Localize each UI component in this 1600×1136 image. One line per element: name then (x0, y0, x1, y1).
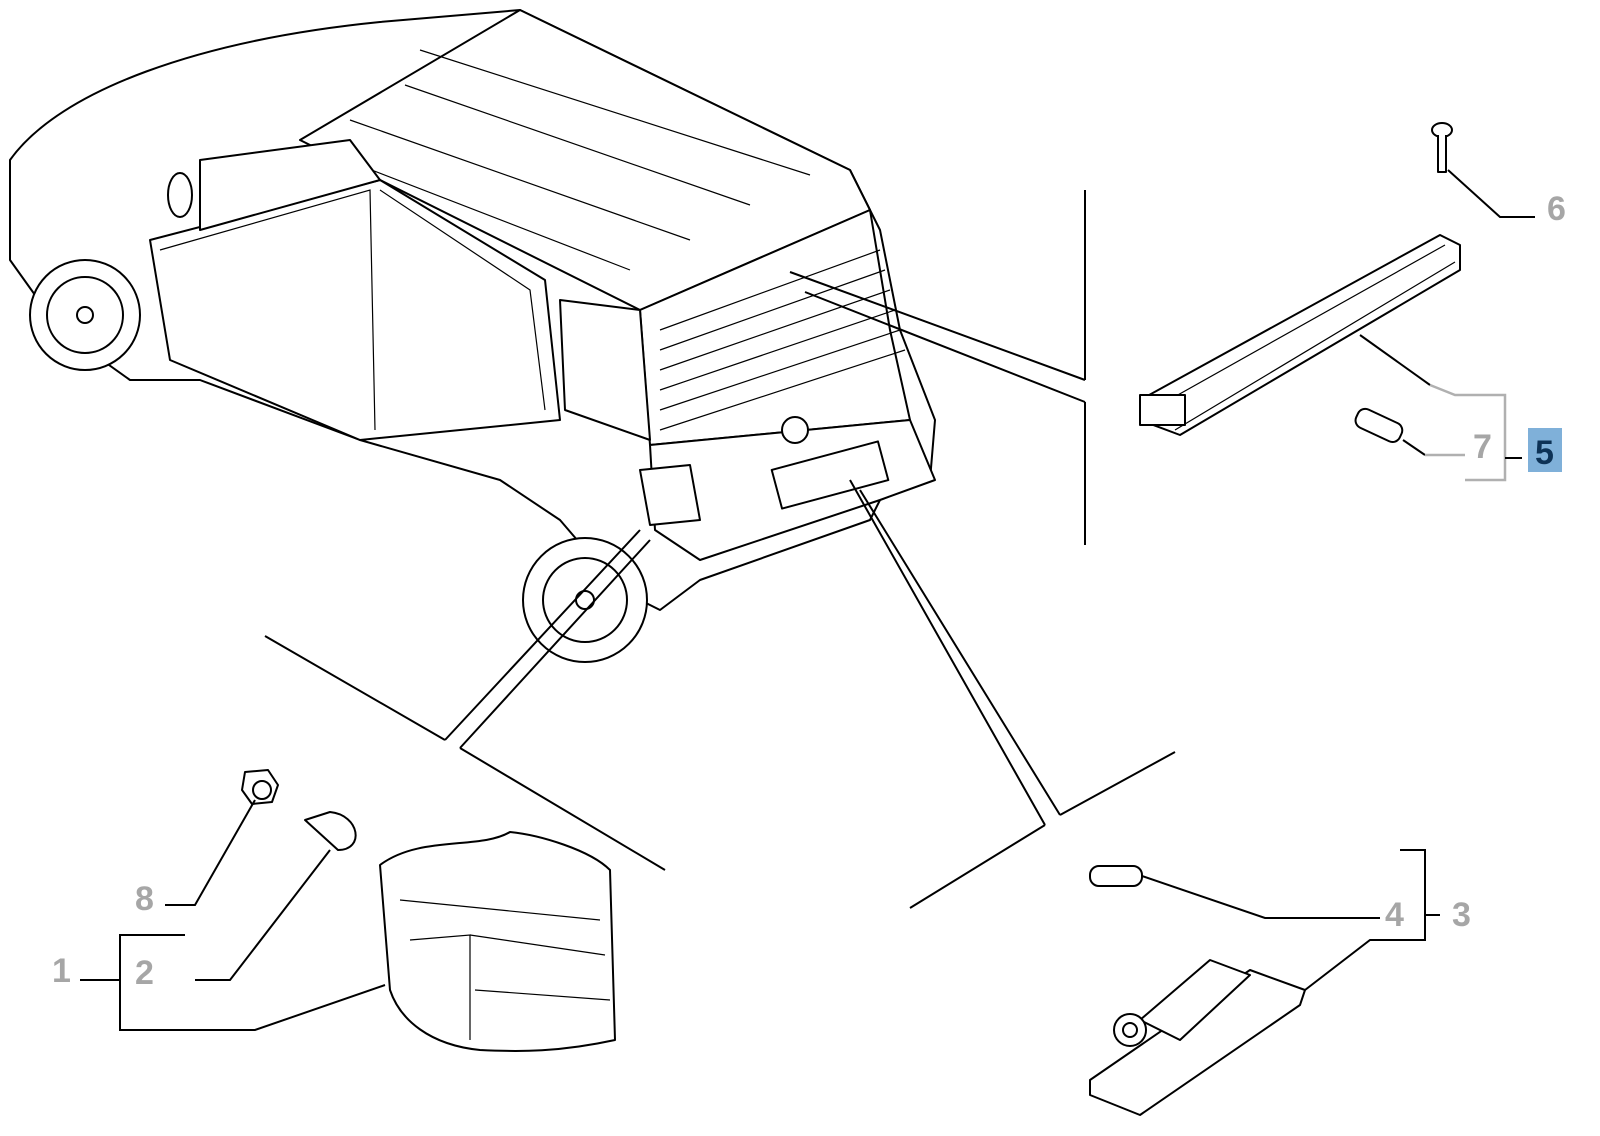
bulb-part-4 (1089, 865, 1143, 887)
callout-1[interactable]: 1 (52, 952, 71, 990)
callout-2[interactable]: 2 (135, 954, 154, 992)
car-illustration (9, 9, 936, 663)
screw-part-6 (1431, 122, 1453, 173)
nut-part-8 (241, 769, 279, 805)
third-brake-light (1139, 234, 1461, 436)
callout-connectors (80, 169, 1535, 1031)
callout-3[interactable]: 3 (1452, 896, 1471, 934)
callout-6[interactable]: 6 (1547, 190, 1566, 228)
tail-light-part-1 (379, 831, 616, 1052)
leader-lines (264, 190, 1176, 909)
callout-7[interactable]: 7 (1473, 428, 1492, 466)
plate-light-part-3 (1089, 959, 1306, 1116)
callout-5-highlight (1528, 428, 1562, 472)
callout-4[interactable]: 4 (1385, 896, 1404, 934)
bulb-part-7 (1354, 407, 1404, 443)
bulb-part-2 (304, 811, 357, 851)
callout-5[interactable]: 5 (1535, 434, 1554, 472)
callout-8[interactable]: 8 (135, 880, 154, 918)
